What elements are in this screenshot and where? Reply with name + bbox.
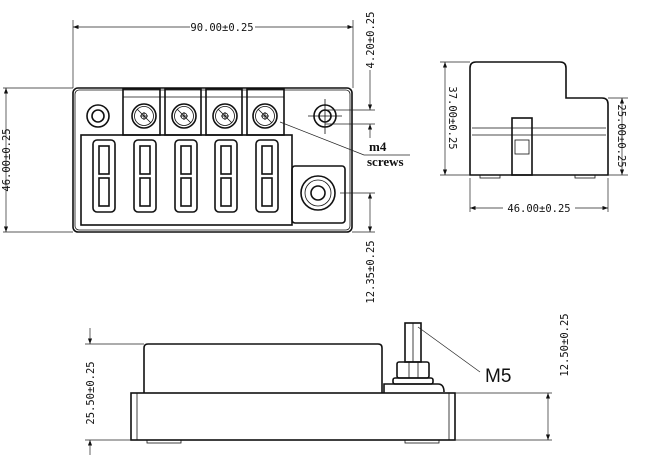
width-dimension: 90.00±0.25 xyxy=(190,22,253,34)
cover-outline xyxy=(143,343,383,393)
screw-label-size: m4 xyxy=(369,139,387,154)
total-height-dimension: 25.50±0.25 xyxy=(85,361,97,424)
depth-dimension: 46.00±0.25 xyxy=(507,203,570,215)
terminal-blocks xyxy=(122,88,285,136)
step-height-dimension: 25.00±0.25 xyxy=(615,104,627,167)
front-view: 90.00±0.25 46.00±0.25 4.20±0.25 12.35±0.… xyxy=(1,12,410,304)
side-outline xyxy=(469,61,609,176)
base-height-dimension: 12.50±0.25 xyxy=(559,313,571,376)
screw-icons xyxy=(131,103,278,129)
screw-label-text: screws xyxy=(367,154,404,169)
mounting-hole-left xyxy=(86,104,110,128)
fuse-slots xyxy=(92,139,279,213)
nut xyxy=(396,361,430,379)
housing-outline xyxy=(72,87,353,233)
side-height-dimension: 37.00±0.25 xyxy=(446,86,458,149)
dimensions-front: 90.00±0.25 46.00±0.25 4.20±0.25 12.35±0.… xyxy=(1,12,410,304)
hole-offset-dimension: 4.20±0.25 xyxy=(365,12,377,69)
bottom-view: M5 25.50±0.25 12.50±0.25 xyxy=(85,313,571,455)
stud-base xyxy=(383,383,445,393)
side-view: 37.00±0.25 25.00±0.25 46.00±0.25 xyxy=(440,61,628,215)
stud-terminal xyxy=(291,165,346,224)
mounting-hole-right xyxy=(308,99,342,134)
base-outline xyxy=(130,392,456,441)
height-dimension: 46.00±0.25 xyxy=(1,128,13,191)
stud-label: M5 xyxy=(485,366,511,387)
stud-offset-dimension: 12.35±0.25 xyxy=(365,240,377,303)
